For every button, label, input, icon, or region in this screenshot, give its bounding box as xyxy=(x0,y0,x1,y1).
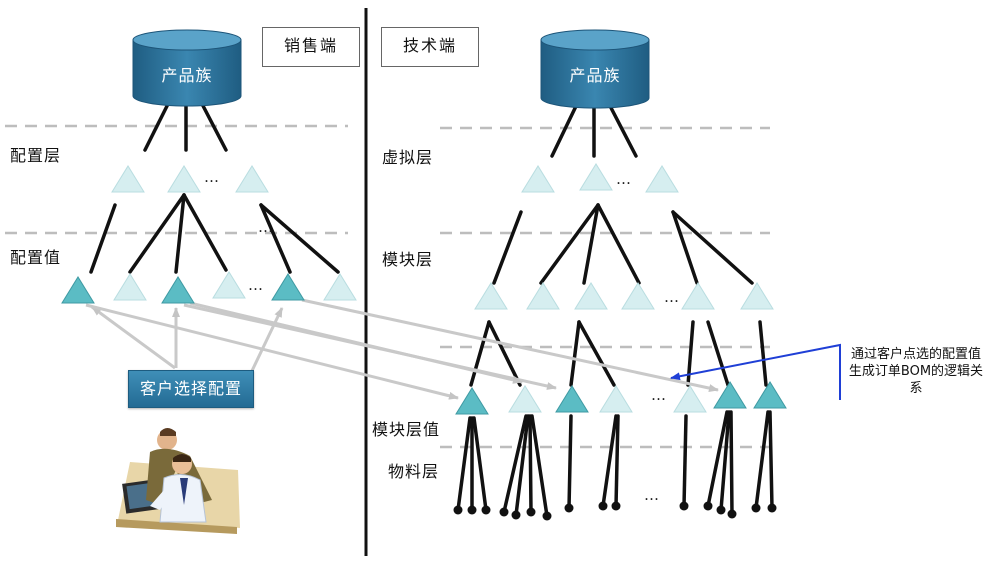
material-node xyxy=(716,505,726,515)
selected-config-node xyxy=(713,381,747,409)
material-link xyxy=(768,410,774,510)
selected-config-node xyxy=(271,273,305,301)
material-node xyxy=(727,509,737,519)
config-node xyxy=(740,282,774,310)
material-node xyxy=(467,505,477,515)
config-node xyxy=(212,271,246,299)
material-node xyxy=(453,505,463,515)
material-link xyxy=(514,414,530,517)
config-node xyxy=(621,282,655,310)
bom-annotation-text: 通过客户点选的配置值生成订单BOM的逻辑关系 xyxy=(848,347,984,396)
product-family-label-tech: 产品族 xyxy=(569,66,621,85)
config-node xyxy=(681,282,715,310)
material-node xyxy=(767,503,777,513)
selected-config-node xyxy=(161,276,195,304)
material-node xyxy=(542,511,552,521)
sales-tree-lines xyxy=(89,98,340,274)
config-node xyxy=(579,163,613,191)
material-link xyxy=(567,414,573,510)
ellipsis: … xyxy=(248,276,263,294)
material-node xyxy=(703,501,713,511)
material-link xyxy=(614,414,620,508)
config-node xyxy=(521,165,555,193)
material-link xyxy=(601,414,618,508)
ellipsis: … xyxy=(204,168,219,186)
material-lines xyxy=(456,410,774,518)
module-layer-value-label: 模块层值 xyxy=(372,420,441,439)
config-node xyxy=(111,165,145,193)
material-dots xyxy=(453,501,777,521)
config-node xyxy=(645,165,679,193)
config-node xyxy=(235,165,269,193)
config-layer-label: 配置层 xyxy=(10,146,62,165)
material-node xyxy=(611,501,621,511)
config-node xyxy=(323,273,357,301)
config-node xyxy=(574,282,608,310)
material-node xyxy=(564,503,574,513)
material-layer-label: 物料层 xyxy=(388,462,440,481)
material-link xyxy=(682,414,688,508)
ellipsis: … xyxy=(664,288,679,306)
material-node xyxy=(679,501,689,511)
material-node xyxy=(598,501,608,511)
material-link xyxy=(706,410,729,508)
triangle-nodes xyxy=(61,163,787,415)
material-link xyxy=(719,410,731,512)
ellipsis: … xyxy=(651,386,666,404)
material-node xyxy=(751,503,761,513)
config-node xyxy=(474,282,508,310)
material-link xyxy=(456,416,472,512)
module-layer-label: 模块层 xyxy=(382,250,434,269)
material-link xyxy=(754,410,770,510)
annotation-arrow xyxy=(670,343,841,400)
product-family-cylinder-sales xyxy=(132,29,242,107)
selected-config-node xyxy=(455,387,489,415)
selected-config-node xyxy=(555,385,589,413)
virtual-layer-label: 虚拟层 xyxy=(382,148,434,167)
config-node xyxy=(508,385,542,413)
material-link xyxy=(472,416,488,512)
material-link xyxy=(729,410,734,516)
product-family-label-sales: 产品族 xyxy=(161,66,213,85)
sales-side-header: 销售端 xyxy=(262,27,360,67)
material-link xyxy=(528,414,533,514)
product-family-cylinder-tech xyxy=(540,29,650,109)
material-node xyxy=(481,505,491,515)
business-people-computer-icon xyxy=(116,428,240,534)
tech-tree-lines xyxy=(469,100,768,387)
ellipsis: … xyxy=(616,170,631,188)
selection-arrows xyxy=(85,298,719,400)
config-node xyxy=(673,385,707,413)
ellipsis: … xyxy=(644,486,659,504)
selected-config-node xyxy=(753,381,787,409)
ellipsis: … xyxy=(258,218,273,236)
config-node xyxy=(113,273,147,301)
material-node xyxy=(511,510,521,520)
config-node xyxy=(526,282,560,310)
material-node xyxy=(526,507,536,517)
config-node xyxy=(167,165,201,193)
material-node xyxy=(499,507,509,517)
material-link xyxy=(502,414,528,514)
tech-side-header: 技术端 xyxy=(381,27,479,67)
material-link xyxy=(530,414,549,518)
customer-select-config-button[interactable]: 客户选择配置 xyxy=(128,370,254,408)
config-node xyxy=(599,385,633,413)
selected-config-node xyxy=(61,276,95,304)
config-value-label: 配置值 xyxy=(10,248,62,267)
